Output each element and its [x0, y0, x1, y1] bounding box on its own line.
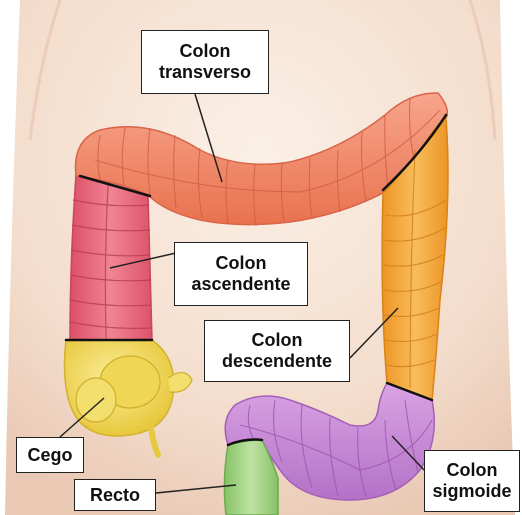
- label-sigmoid-line1: Colon: [447, 460, 498, 481]
- label-transverse-colon: Colon transverso: [141, 30, 269, 94]
- label-transverse-line2: transverso: [159, 62, 251, 83]
- label-descending-colon: Colon descendente: [204, 320, 350, 382]
- label-rectum: Recto: [74, 479, 156, 511]
- ascending-colon: [70, 175, 152, 340]
- label-cecum: Cego: [16, 437, 84, 473]
- label-descending-line2: descendente: [222, 351, 332, 372]
- label-rectum-text: Recto: [90, 485, 140, 506]
- label-sigmoid-line2: sigmoide: [432, 481, 511, 502]
- label-cecum-text: Cego: [28, 445, 73, 466]
- label-sigmoid-colon: Colon sigmoide: [424, 450, 520, 512]
- label-ascending-line1: Colon: [216, 253, 267, 274]
- label-descending-line1: Colon: [252, 330, 303, 351]
- label-ascending-line2: ascendente: [191, 274, 290, 295]
- label-transverse-line1: Colon: [180, 41, 231, 62]
- label-ascending-colon: Colon ascendente: [174, 242, 308, 306]
